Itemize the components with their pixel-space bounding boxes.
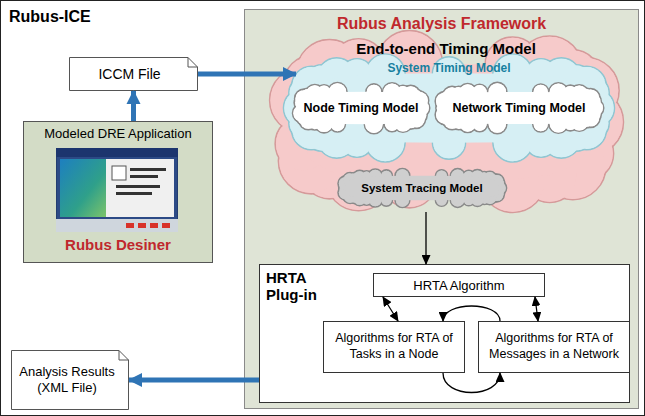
node-label: Node Timing Model <box>303 101 418 115</box>
node-label: Network Timing Model <box>452 101 585 115</box>
file-document: Analysis Results (XML File) <box>11 350 129 410</box>
node-label: System Tracing Model <box>361 182 482 194</box>
framework-panel: Rubus Analysis FrameworkEnd-to-end Timin… <box>244 9 639 409</box>
timing-model-cloud: End-to-end Timing ModelSystem Timing Mod… <box>270 32 622 212</box>
algorithm-box: HRTA Algorithm <box>373 273 545 297</box>
file-document: ICCM File <box>69 57 198 91</box>
algorithm-box: Algorithms for RTA of Messages in a Netw… <box>478 321 630 373</box>
connector-arrow <box>443 373 500 393</box>
connector-arrow <box>425 212 426 264</box>
node-label: HRTA Plug-in <box>266 269 328 304</box>
flow-arrow <box>198 72 296 77</box>
timing-model-cloud: Network Timing Model <box>434 82 604 134</box>
node-label: Rubus Analysis Framework <box>245 15 638 33</box>
node-label: Rubus-ICE <box>9 8 91 26</box>
algorithm-box: Algorithms for RTA of Tasks in a Node <box>323 321 465 373</box>
node-label: ICCM File <box>98 66 168 82</box>
timing-model-cloud: Node Timing Model <box>292 82 430 134</box>
plugin-box: HRTA Plug-in HRTA AlgorithmAlgorithms for… <box>259 264 630 403</box>
connector-arrow <box>535 297 538 321</box>
node-label: Algorithms for RTA of Messages in a Netw… <box>479 331 629 362</box>
node-label: System Timing Model <box>284 61 614 75</box>
node-label: Modeled DRE Application <box>24 126 212 141</box>
connector-arrow <box>383 297 398 321</box>
flow-arrow <box>129 378 259 383</box>
node-label: Analysis Results (XML File) <box>11 364 129 397</box>
tracing-model-cloud: System Tracing Model <box>337 168 507 208</box>
node-label: Algorithms for RTA of Tasks in a Node <box>324 331 464 362</box>
tool-name: Rubus Desiner <box>24 236 212 253</box>
node-label: HRTA Algorithm <box>413 278 504 293</box>
screen-illustration <box>56 148 178 232</box>
node-label: End-to-end Timing Model <box>270 40 622 57</box>
timing-model-cloud: System Timing ModelNode Timing Model Netw… <box>284 54 614 162</box>
connector-arrow <box>443 306 500 321</box>
flow-arrow <box>131 91 136 121</box>
